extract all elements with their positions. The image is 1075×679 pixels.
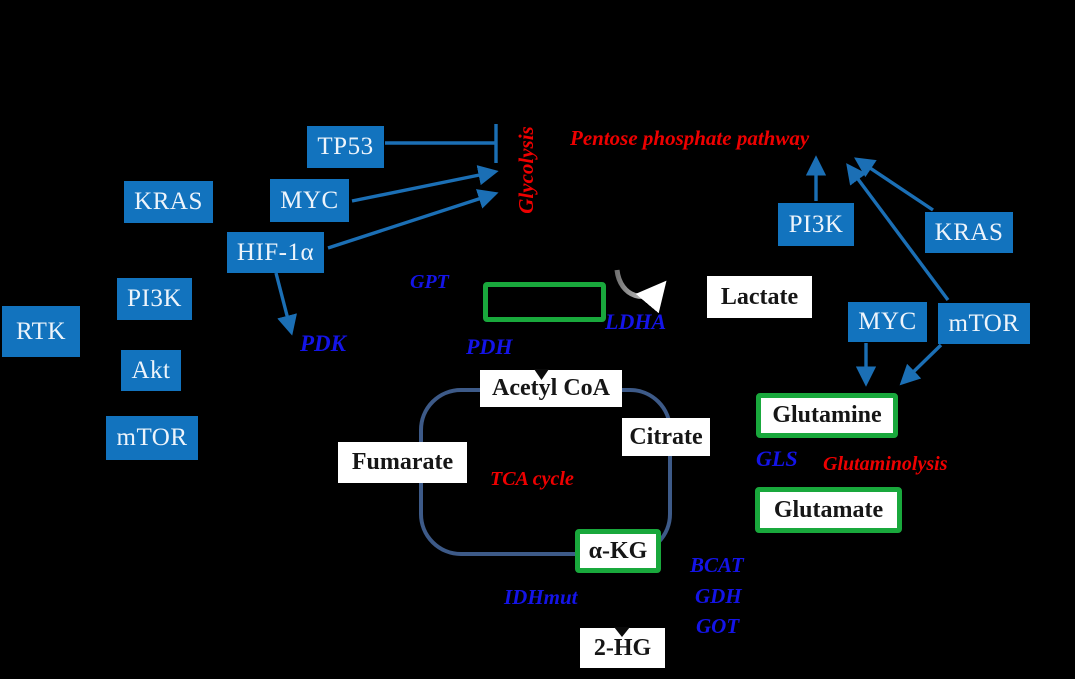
activation-arrow-mtor-glutamine xyxy=(899,343,943,386)
pathway-label-pentose-phosphate: Pentose phosphate pathway xyxy=(570,126,810,150)
metabolite-box-glutamine: Glutamine xyxy=(756,393,898,438)
gene-label-pi3k-left: PI3K xyxy=(127,285,182,312)
metabolite-box-lactate: Lactate xyxy=(707,276,812,318)
metabolite-box-acetyl-coa: Acetyl CoA xyxy=(480,370,622,407)
metabolite-label-fumarate: Fumarate xyxy=(351,449,454,475)
enzyme-label-got: GOT xyxy=(696,614,740,638)
pathway-label-tca-cycle: TCA cycle xyxy=(490,468,574,490)
gene-label-myc-left: MYC xyxy=(280,186,339,214)
metabolite-label-glutamine: Glutamine xyxy=(772,402,882,428)
metabolite-label-lactate: Lactate xyxy=(720,283,799,310)
metabolite-label-acetyl-coa: Acetyl CoA xyxy=(492,375,610,401)
gene-label-rtk: RTK xyxy=(16,317,66,345)
enzyme-label-gpt: GPT xyxy=(410,271,449,293)
reaction-arrow-ldha xyxy=(614,269,667,314)
activation-arrow-myc-glycolysis xyxy=(351,165,499,203)
enzyme-label-gdh: GDH xyxy=(695,584,742,608)
gene-box-tp53: TP53 xyxy=(307,126,384,168)
gene-box-kras-right: KRAS xyxy=(925,212,1013,253)
metabolite-box-akg: α-KG xyxy=(575,529,661,573)
enzyme-label-pdh: PDH xyxy=(466,334,513,359)
gene-label-akt: Akt xyxy=(131,356,171,384)
metabolite-label-citrate: Citrate xyxy=(629,423,703,450)
inhibition-tbar-tp53-glycolysis xyxy=(385,124,498,163)
metabolite-box-2hg: 2-HG xyxy=(580,628,665,668)
gene-label-kras-left: KRAS xyxy=(134,188,203,215)
enzyme-label-pdk: PDK xyxy=(300,331,346,356)
activation-arrow-kras-pentose xyxy=(854,157,934,212)
pathway-label-glutaminolysis: Glutaminolysis xyxy=(823,453,948,475)
metabolite-label-akg: α-KG xyxy=(588,537,648,564)
metabolite-label-glutamate: Glutamate xyxy=(773,496,884,523)
gene-label-mtor-right: mTOR xyxy=(948,309,1020,337)
enzyme-label-ldha: LDHA xyxy=(605,309,667,334)
gene-label-myc-right: MYC xyxy=(858,308,917,335)
gene-box-mtor-left: mTOR xyxy=(106,416,198,460)
gene-box-pi3k-right: PI3K xyxy=(778,203,854,246)
enzyme-label-idhmut: IDHmut xyxy=(504,585,578,609)
gene-box-kras-left: KRAS xyxy=(124,181,213,223)
gene-box-rtk: RTK xyxy=(2,306,80,357)
metabolite-label-2hg: 2-HG xyxy=(593,634,652,661)
activation-arrow-hif1a-pdk xyxy=(274,272,297,336)
pathway-label-glycolysis: Glycolysis xyxy=(514,126,538,214)
gene-label-hif1a: HIF-1α xyxy=(236,238,315,266)
gene-box-pi3k-left: PI3K xyxy=(117,278,192,320)
metabolite-box-glutamate: Glutamate xyxy=(755,487,902,533)
metabolite-box-citrate: Citrate xyxy=(622,418,710,456)
gene-label-pi3k-right: PI3K xyxy=(788,210,844,238)
enzyme-label-gls: GLS xyxy=(756,446,798,471)
pyruvate-box-empty xyxy=(483,282,606,322)
gene-label-kras-right: KRAS xyxy=(934,218,1004,246)
activation-arrow-hif1a-glycolysis xyxy=(327,189,499,250)
gene-box-myc-left: MYC xyxy=(270,179,349,222)
gene-box-mtor-right: mTOR xyxy=(938,303,1030,344)
gene-box-myc-right: MYC xyxy=(848,302,927,342)
gene-box-akt: Akt xyxy=(121,350,181,391)
enzyme-label-bcat: BCAT xyxy=(690,553,744,577)
metabolite-box-fumarate: Fumarate xyxy=(338,442,467,483)
gene-box-hif1a: HIF-1α xyxy=(227,232,324,273)
gene-label-mtor-left: mTOR xyxy=(116,424,188,451)
gene-label-tp53: TP53 xyxy=(317,133,374,160)
